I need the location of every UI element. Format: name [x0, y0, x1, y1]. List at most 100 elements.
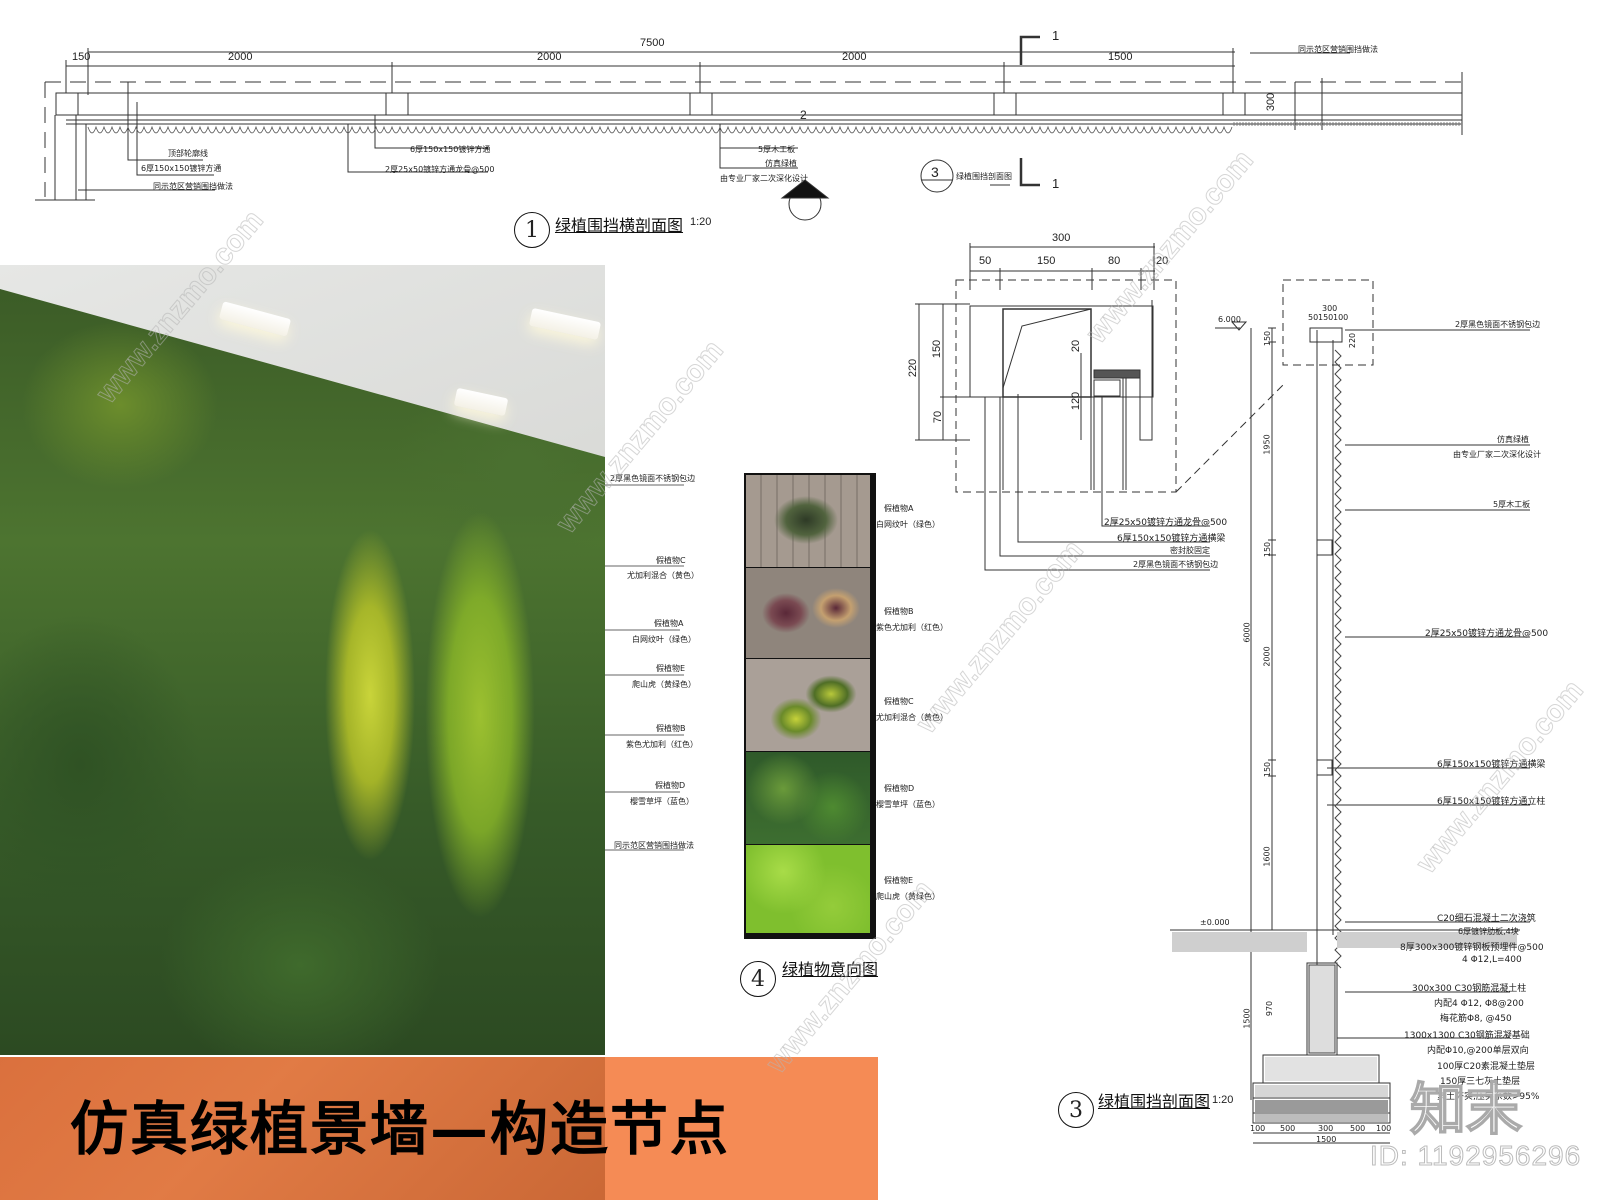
callout-plant-d-desc: 樱雪草坪（蓝色） — [630, 797, 694, 806]
dim-2000-a: 2000 — [228, 51, 253, 63]
vdim-150-mid: 150 — [1263, 541, 1273, 558]
ref-circle-number: 3 — [931, 164, 939, 180]
cap-dim-80: 80 — [1108, 255, 1121, 267]
cap-dim-300: 300 — [1052, 232, 1071, 244]
ref-label: 绿植围挡剖面图 — [956, 172, 1012, 181]
dim-2000-b: 2000 — [537, 51, 562, 63]
wall-note-keel: 2厚25x50镀锌方通龙骨@500 — [1425, 629, 1549, 639]
footing-note-column-rebar: 内配4 Φ12, Φ8@200 — [1434, 999, 1524, 1009]
vdim-970: 970 — [1265, 1000, 1275, 1017]
drawing-1-scale: 1:20 — [690, 216, 712, 228]
cap-detail-linework — [915, 243, 1374, 571]
callout-plant-e-name: 假植物E — [656, 664, 686, 673]
note-steel-tube-mid: 6厚150x150镀锌方通 — [410, 145, 491, 154]
elevation-ground: ±0.000 — [1200, 918, 1230, 927]
callout-plant-c-desc: 尤加利混合（黄色） — [627, 571, 699, 580]
plant-swatch-e — [746, 845, 870, 933]
note-steel-tube-left: 6厚150x150镀锌方通 — [141, 164, 222, 173]
top-dim-300: 300 — [1322, 304, 1338, 313]
plant-swatch-c — [746, 659, 870, 751]
footing-note-embed-plate: 8厚300x300镀锌钢板预埋件@500 — [1400, 943, 1544, 953]
center-mark: 2 — [800, 108, 807, 122]
callout-edge-trim: 2厚黑色镜面不锈钢包边 — [610, 474, 696, 483]
vdim-6000: 6000 — [1242, 622, 1252, 643]
footing-note-c20: C20细石混凝土二次浇筑 — [1437, 914, 1536, 924]
plant-swatch-d — [746, 752, 870, 844]
footing-note-compaction: 素土夯实,压实系数>95% — [1437, 1092, 1540, 1102]
base-dim-100-r: 100 — [1376, 1124, 1392, 1133]
footing-note-stirrup: 梅花筋Φ8, @450 — [1440, 1014, 1512, 1024]
plant-a-desc: 白网纹叶（绿色） — [876, 520, 940, 529]
callout-plant-a-name: 假植物A — [654, 619, 684, 628]
drawing-4-number: 4 — [740, 961, 776, 997]
cap-dim: 220 — [1348, 332, 1358, 349]
plant-swatch-b — [746, 568, 870, 658]
vdim-150-top: 150 — [1263, 330, 1273, 347]
dim-total-7500: 7500 — [640, 37, 665, 49]
top-dim-150: 150 — [1318, 313, 1334, 322]
wall-note-column: 6厚150x150镀锌方通立柱 — [1437, 797, 1546, 807]
footing-note-lime-soil: 150厚三七灰土垫层 — [1440, 1077, 1521, 1087]
base-dim-300: 300 — [1318, 1124, 1334, 1133]
footing-note-ribs: 6厚镀锌肋板,4块 — [1458, 927, 1519, 936]
base-dim-500-l: 500 — [1280, 1124, 1296, 1133]
base-dim-500-r: 500 — [1350, 1124, 1366, 1133]
watermark-id: ID: 1192956296 — [1369, 1140, 1582, 1172]
vdim-1500: 1500 — [1242, 1008, 1252, 1029]
footing-note-foundation-rebar: 内配Φ10,@200单层双向 — [1427, 1046, 1529, 1056]
watermark-logo: 知末 — [1409, 1077, 1523, 1144]
dim-1500: 1500 — [1108, 51, 1133, 63]
plant-e-name: 假植物E — [884, 876, 914, 885]
plant-b-name: 假植物B — [884, 607, 914, 616]
banner-photo-overlay — [0, 1057, 605, 1200]
section-mark-bottom: 1 — [1052, 176, 1060, 191]
vdim-2000: 2000 — [1262, 646, 1272, 667]
drawing-4-title: 绿植物意向图 — [782, 960, 879, 979]
plant-c-name: 假植物C — [884, 697, 914, 706]
callout-plant-c-name: 假植物C — [656, 556, 686, 565]
callout-plant-a-desc: 白网纹叶（绿色） — [632, 635, 696, 644]
footing-note-foundation: 1300x1300 C30钢筋混凝基础 — [1404, 1031, 1530, 1041]
base-dim-total: 1500 — [1316, 1135, 1337, 1144]
dim-150: 150 — [72, 51, 91, 63]
note-same-as-hoarding-left: 同示范区营销围挡做法 — [153, 182, 233, 191]
drawing-3-number: 3 — [1058, 1092, 1094, 1128]
top-dim-50: 50 — [1308, 313, 1319, 322]
drawing-3-title: 绿植围挡剖面图 — [1098, 1092, 1211, 1111]
plant-d-desc: 樱雪草坪（蓝色） — [876, 800, 940, 809]
section-mark-top: 1 — [1052, 28, 1060, 43]
cap-dim-20: 20 — [1156, 255, 1169, 267]
title-banner — [0, 1057, 878, 1200]
note-fake-plants: 仿真绿植 — [765, 159, 797, 168]
cap-dim-150: 150 — [1037, 255, 1056, 267]
top-dim-100: 100 — [1333, 313, 1349, 322]
drawing-1-number: 1 — [514, 212, 550, 248]
callout-plant-d-name: 假植物D — [655, 781, 686, 790]
photo-callout-lines — [605, 484, 684, 851]
cap-note-sealant: 密封胶固定 — [1170, 546, 1210, 555]
wall-note-beam: 6厚150x150镀锌方通横梁 — [1437, 760, 1546, 770]
vdim-150-low: 150 — [1263, 761, 1273, 778]
note-same-as-hoarding-right: 同示范区营销围挡做法 — [1298, 45, 1378, 54]
note-secondary-design: 由专业厂家二次深化设计 — [720, 174, 808, 183]
plant-e-desc: 爬山虎（黄绿色） — [876, 892, 940, 901]
footing-note-rc-column: 300x300 C30钢筋混凝土柱 — [1412, 984, 1527, 994]
callout-same-as-hoarding: 同示范区营销围挡做法 — [614, 841, 694, 850]
note-plywood: 5厚木工板 — [758, 145, 796, 154]
drawing-1-title: 绿植围挡横剖面图 — [555, 216, 684, 235]
footing-note-c20-bed: 100厚C20素混凝土垫层 — [1437, 1062, 1535, 1072]
dim-2000-c: 2000 — [842, 51, 867, 63]
footing-note-rebar: 4 Φ12,L=400 — [1462, 955, 1522, 965]
cap-dim-50: 50 — [979, 255, 992, 267]
drawing-1-linework — [35, 35, 1463, 221]
plant-swatch-a — [746, 475, 870, 567]
elevation-top: 6.000 — [1218, 315, 1241, 324]
plant-c-desc: 尤加利混合（黄色） — [876, 713, 948, 722]
note-keel-mid: 2厚25x50镀锌方通龙骨@500 — [385, 165, 495, 174]
wall-note-secondary-design: 由专业厂家二次深化设计 — [1453, 450, 1541, 459]
note-top-outline: 顶部轮廓线 — [168, 149, 208, 158]
cap-note-keel: 2厚25x50镀锌方通龙骨@500 — [1104, 518, 1228, 528]
callout-plant-b-name: 假植物B — [656, 724, 686, 733]
callout-plant-b-desc: 紫色尤加利（红色） — [626, 740, 698, 749]
